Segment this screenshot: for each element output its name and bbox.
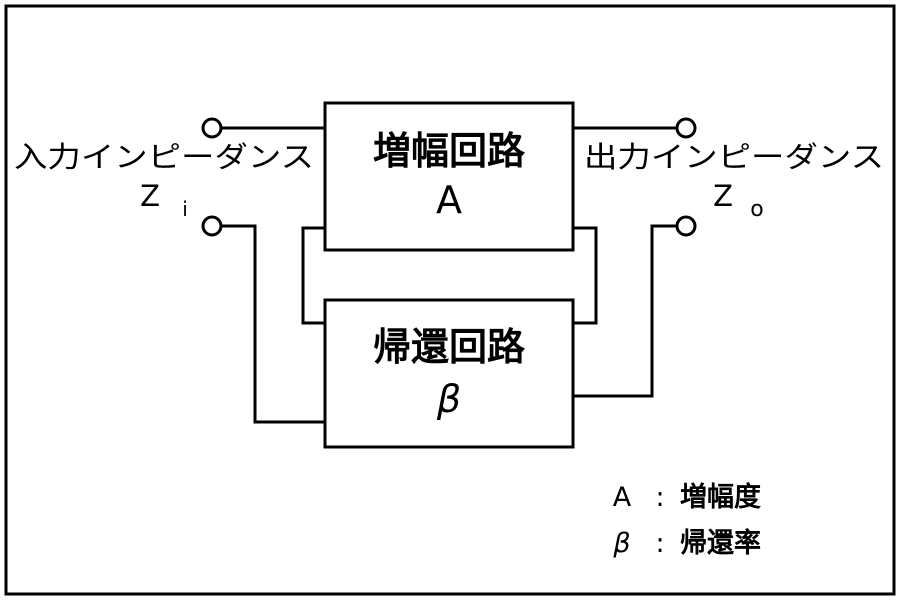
legend-symbol-a: A	[613, 482, 632, 513]
amp-to-feedback-right-loop	[573, 226, 598, 325]
legend-separator-beta: :	[655, 528, 664, 559]
feedback-title: 帰還回路	[373, 325, 526, 369]
feedback-block	[323, 298, 575, 449]
output-terminal-top	[675, 117, 697, 139]
output-impedance-label: 出力インピーダンス	[584, 140, 884, 174]
input-z-symbol: Z	[140, 179, 160, 213]
input-bottom-wire	[222, 224, 325, 424]
feedback-symbol: β	[436, 377, 461, 421]
input-terminal-top	[201, 117, 223, 139]
legend: A : 増幅度 β : 帰還率	[612, 481, 761, 559]
input-terminal-bottom	[201, 215, 223, 237]
legend-symbol-beta: β	[612, 528, 630, 559]
output-z-symbol: Z	[713, 179, 733, 213]
outer-frame	[4, 4, 896, 596]
input-impedance-label: 入力インピーダンス	[14, 140, 314, 174]
amp-to-feedback-left-loop	[301, 226, 325, 325]
output-z-subscript: o	[750, 197, 763, 222]
amplifier-symbol: A	[436, 178, 462, 222]
amplifier-title: 増幅回路	[373, 129, 526, 173]
amplifier-block	[323, 101, 575, 252]
input-z-subscript: i	[182, 197, 188, 221]
legend-meaning-beta: 帰還率	[680, 527, 761, 559]
legend-separator-a: :	[655, 482, 664, 513]
legend-meaning-a: 増幅度	[680, 481, 761, 513]
output-bottom-wire	[573, 224, 676, 398]
output-terminal-bottom	[675, 215, 697, 237]
